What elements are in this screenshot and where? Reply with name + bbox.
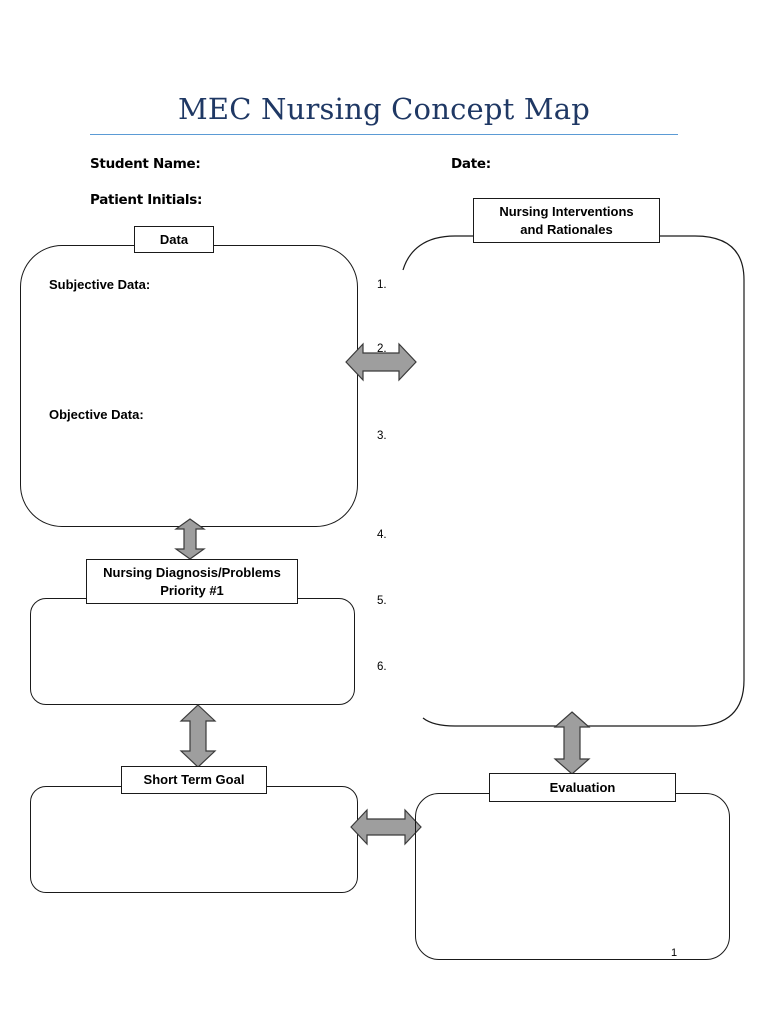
evaluation-label: Evaluation bbox=[489, 773, 676, 802]
page-title: MEC Nursing Concept Map bbox=[177, 92, 591, 126]
data-diagnosis-double-arrow-icon bbox=[174, 518, 206, 560]
intervention-number-6: 6. bbox=[377, 661, 387, 673]
data-box-label: Data bbox=[134, 226, 214, 253]
intervention-number-3: 3. bbox=[377, 430, 387, 442]
goal-evaluation-double-arrow-icon bbox=[350, 808, 422, 846]
interventions-label-line2: and Rationales bbox=[520, 221, 613, 237]
diagnosis-box bbox=[30, 598, 355, 705]
objective-data-label: Objective Data: bbox=[49, 407, 144, 422]
interventions-box-label: Nursing Interventions and Rationales bbox=[473, 198, 660, 243]
diagnosis-goal-double-arrow-icon bbox=[179, 704, 217, 768]
data-interventions-double-arrow-icon bbox=[345, 342, 417, 382]
interventions-evaluation-double-arrow-icon bbox=[553, 711, 591, 775]
date-label: Date: bbox=[451, 156, 491, 172]
interventions-box bbox=[402, 235, 745, 727]
diagnosis-label-line2: Priority #1 bbox=[160, 582, 224, 598]
title-underline bbox=[90, 134, 678, 135]
diagnosis-box-label: Nursing Diagnosis/Problems Priority #1 bbox=[86, 559, 298, 604]
intervention-number-2: 2. bbox=[377, 343, 387, 355]
subjective-data-label: Subjective Data: bbox=[49, 277, 151, 292]
evaluation-box bbox=[415, 793, 730, 960]
intervention-number-4: 4. bbox=[377, 529, 387, 541]
interventions-label-line1: Nursing Interventions bbox=[499, 203, 634, 219]
short-term-goal-box bbox=[30, 786, 358, 893]
patient-initials-label: Patient Initials: bbox=[90, 192, 203, 208]
student-name-label: Student Name: bbox=[90, 156, 201, 172]
short-term-goal-label: Short Term Goal bbox=[121, 766, 267, 794]
page-number: 1 bbox=[671, 947, 678, 959]
diagnosis-label-line1: Nursing Diagnosis/Problems bbox=[103, 564, 281, 580]
intervention-number-1: 1. bbox=[377, 279, 387, 291]
intervention-number-5: 5. bbox=[377, 595, 387, 607]
